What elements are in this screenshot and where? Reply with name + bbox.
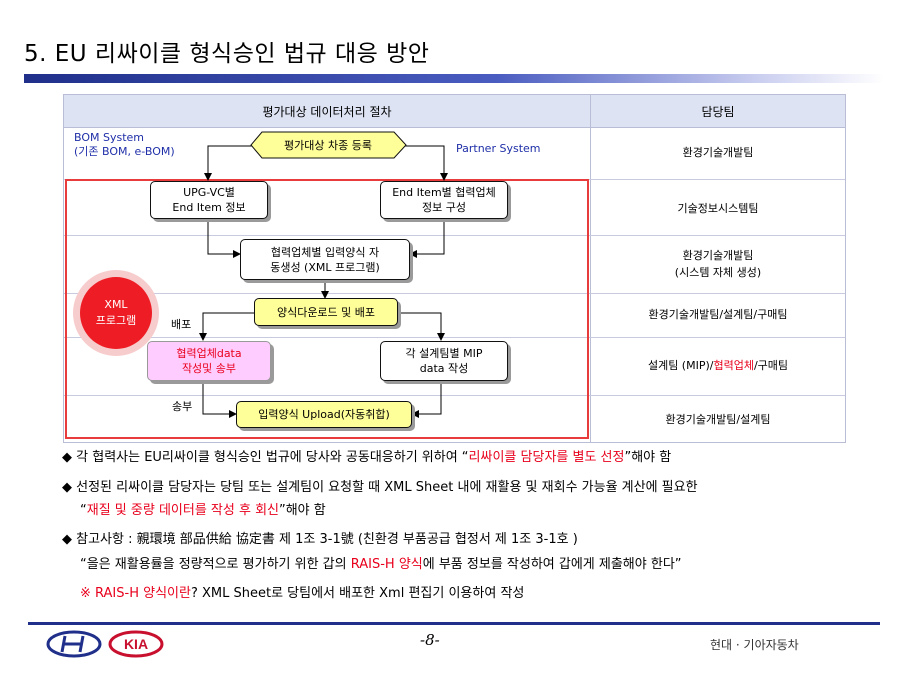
partner-system-label: Partner System — [456, 142, 541, 155]
row-divider — [64, 395, 845, 396]
badge-line: XML — [104, 298, 128, 311]
note-text: ? XML Sheet로 당팀에서 배포한 Xml 편집기 이용하여 작성 — [190, 586, 525, 601]
mip-data-box[interactable]: 각 설계팀별 MIP data 작성 — [380, 341, 508, 381]
box-line: data 작성 — [419, 362, 469, 375]
note-bullet-3: ◆ 참고사항 : 親環境 部品供給 協定書 제 1조 3-1號 (친환경 부품공… — [62, 528, 578, 547]
box-line: 각 설계팀별 MIP — [405, 347, 483, 360]
box-line: 동생성 (XML 프로그램) — [270, 260, 380, 274]
diamond-bullet-icon: ◆ — [62, 450, 72, 465]
note-text: ”해야 함 — [624, 450, 672, 465]
note-bullet-2: ◆ 선정된 리싸이클 담당자는 당팀 또는 설계팀이 요청할 때 XML She… — [62, 476, 698, 495]
column-divider — [590, 95, 591, 442]
team-cell: 환경기술개발팀 — [682, 146, 754, 159]
box-line: 정보 구성 — [422, 201, 466, 214]
note-bullet-1: ◆ 각 협력사는 EU리싸이클 형식승인 법규에 당사와 공동대응하기 위하여 … — [62, 446, 671, 465]
diamond-bullet-icon: ◆ — [62, 480, 72, 495]
hyundai-logo — [46, 630, 102, 658]
page-number: -8- — [420, 631, 440, 649]
process-table: 평가대상 데이터처리 절차 담당팀 환경기술개발팀 기술정보시스템팀 환경기술개… — [63, 94, 846, 443]
team-cell: 설계팀 (MIP)/협력업체/구매팀 — [591, 357, 845, 374]
note-highlight: ※ RAIS-H 양식이란 — [80, 586, 191, 601]
row-divider — [64, 337, 845, 338]
note-text: 참고사항 : 親環境 部品供給 協定書 제 1조 3-1號 (친환경 부품공급 … — [76, 532, 578, 547]
kia-logo: KIA — [108, 630, 164, 658]
kia-logo-text: KIA — [124, 636, 148, 652]
bom-system-line: BOM System — [74, 131, 145, 144]
note-text: 선정된 리싸이클 담당자는 당팀 또는 설계팀이 요청할 때 XML Sheet… — [76, 480, 698, 495]
team-cell-part: 설계팀 (MIP)/ — [647, 359, 714, 372]
note-text: 에 부품 정보를 작성하여 갑에게 제출해야 한다” — [422, 557, 682, 572]
team-cell: 환경기술개발팀/설계팀/구매팀 — [648, 308, 788, 321]
note-text: ”해야 함 — [278, 503, 326, 518]
box-line: 협력업체별 입력양식 자 — [270, 245, 380, 259]
team-cell: 환경기술개발팀 (시스템 자체 생성) — [591, 247, 845, 281]
note-text: “을은 재활용률을 정량적으로 평가하기 위한 갑의 — [80, 557, 351, 572]
box-line: End Item 정보 — [172, 201, 246, 214]
note-line: “을은 재활용률을 정량적으로 평가하기 위한 갑의 RAIS-H 양식에 부품… — [80, 553, 682, 572]
upg-vc-box[interactable]: UPG-VC별 End Item 정보 — [150, 181, 268, 219]
team-cell-highlight: 협력업체 — [713, 359, 754, 372]
box-line: End Item별 협력업체 — [392, 186, 496, 199]
team-cell-line: 환경기술개발팀 — [682, 249, 754, 262]
register-vehicle-box[interactable]: 평가대상 차종 등록 — [250, 131, 410, 161]
register-vehicle-text: 평가대상 차종 등록 — [284, 139, 372, 152]
note-line: “재질 및 중량 데이터를 작성 후 회신”해야 함 — [80, 499, 326, 518]
team-cell-line: (시스템 자체 생성) — [674, 266, 762, 279]
team-cell: 환경기술개발팀/설계팀 — [665, 413, 771, 426]
supplier-data-box[interactable]: 협력업체data 작성및 송부 — [147, 341, 271, 381]
download-distribute-box[interactable]: 양식다운로드 및 배포 — [254, 298, 398, 326]
bom-system-label: BOM System (기존 BOM, e-BOM) — [74, 131, 175, 159]
xml-program-scope-frame — [65, 179, 589, 439]
send-label: 송부 — [172, 400, 193, 413]
row-divider — [64, 235, 845, 236]
bom-system-line: (기존 BOM, e-BOM) — [74, 145, 175, 158]
distribute-label: 배포 — [171, 318, 192, 331]
team-cell-part: /구매팀 — [753, 359, 789, 372]
diamond-bullet-icon: ◆ — [62, 532, 72, 547]
badge-line: 프로그램 — [95, 314, 137, 327]
xml-program-badge-inner: XML 프로그램 — [80, 277, 152, 349]
upload-form-box[interactable]: 입력양식 Upload(자동취합) — [236, 401, 412, 428]
note-highlight: 재질 및 중량 데이터를 작성 후 회신 — [86, 503, 279, 518]
note-highlight: RAIS-H 양식 — [350, 557, 423, 572]
footer-rule — [28, 622, 880, 625]
row-divider — [64, 293, 845, 294]
note-text: “ — [80, 503, 87, 518]
note-text: 각 협력사는 EU리싸이클 형식승인 법규에 당사와 공동대응하기 위하여 “ — [76, 450, 469, 465]
team-cell: 기술정보시스템팀 — [677, 202, 759, 215]
header-process: 평가대상 데이터처리 절차 — [64, 95, 590, 128]
box-line: 작성및 송부 — [181, 362, 237, 375]
box-line: 협력업체data — [176, 347, 242, 360]
note-line: ※ RAIS-H 양식이란? XML Sheet로 당팀에서 배포한 Xml 편… — [80, 582, 524, 601]
note-highlight: 리싸이클 담당자를 별도 선정 — [468, 450, 625, 465]
box-line: UPG-VC별 — [183, 186, 235, 199]
company-name: 현대 · 기아자동차 — [710, 638, 799, 652]
title-underline-bar — [24, 74, 884, 83]
header-team: 담당팀 — [591, 95, 845, 128]
page-title: 5. EU 리싸이클 형식승인 법규 대응 방안 — [24, 41, 430, 67]
